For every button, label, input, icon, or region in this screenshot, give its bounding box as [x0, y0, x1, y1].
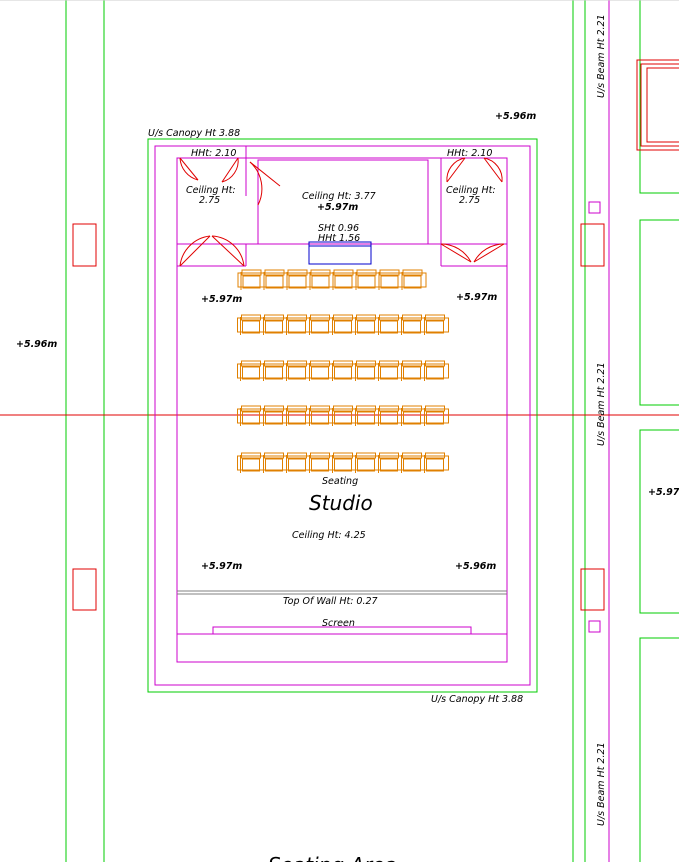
ceiling-right-label: Ceiling Ht:	[446, 185, 496, 196]
columns	[72, 201, 605, 633]
ceiling-left-label: Ceiling Ht:	[186, 185, 236, 196]
seat-row	[237, 360, 449, 381]
seat	[424, 360, 445, 381]
canopy-outline	[147, 138, 538, 693]
seat	[240, 360, 261, 381]
seat	[309, 405, 330, 426]
level-lobby-left: +5.97m	[201, 294, 242, 305]
level-top-right: +5.96m	[495, 111, 536, 122]
seat	[332, 360, 353, 381]
studio-walls	[154, 145, 531, 686]
seat	[355, 269, 377, 290]
level-lobby-right: +5.97m	[456, 292, 497, 303]
seat	[263, 360, 284, 381]
seat	[401, 452, 422, 473]
seat	[355, 405, 376, 426]
seat	[240, 269, 262, 290]
seat	[378, 452, 399, 473]
seat	[309, 360, 330, 381]
seat-row-frame	[237, 455, 449, 471]
hht-right-label: HHt: 2.10	[447, 148, 492, 159]
seat	[286, 314, 307, 335]
seat	[332, 405, 353, 426]
seat	[240, 314, 261, 335]
seat	[401, 314, 422, 335]
seat	[378, 360, 399, 381]
level-right-outside: +5.97	[648, 487, 679, 498]
seat	[240, 452, 261, 473]
seat	[332, 269, 354, 290]
door-swings	[179, 157, 505, 267]
seat	[309, 314, 330, 335]
seat-row	[237, 269, 427, 290]
seat	[424, 405, 445, 426]
seat	[355, 452, 376, 473]
level-front-left: +5.97m	[201, 561, 242, 572]
seat	[424, 452, 445, 473]
seat	[309, 269, 331, 290]
bottom-area-label: Seating Area	[268, 853, 397, 862]
labels: U/s Canopy Ht 3.88 U/s Canopy Ht 3.88 +5…	[16, 14, 679, 862]
ceiling-main-label: Ceiling Ht: 4.25	[292, 530, 366, 541]
seat-row-frame	[237, 317, 449, 333]
screen-label: Screen	[322, 618, 355, 629]
seat	[286, 360, 307, 381]
ceiling-left-value: 2.75	[199, 195, 220, 206]
seat	[286, 405, 307, 426]
beam-label-3: U/s Beam Ht 2.21	[596, 742, 607, 826]
seat	[355, 360, 376, 381]
seat-row-frame	[237, 363, 449, 379]
seat	[240, 405, 261, 426]
seat	[378, 314, 399, 335]
seat	[309, 452, 330, 473]
beam-label-1: U/s Beam Ht 2.21	[596, 14, 607, 98]
level-front-right: +5.96m	[455, 561, 496, 572]
seat	[263, 269, 285, 290]
beam-label-2: U/s Beam Ht 2.21	[596, 362, 607, 446]
seating-label: Seating	[322, 476, 358, 487]
seat	[424, 314, 445, 335]
seating-rows	[237, 269, 449, 473]
seat-row	[237, 452, 449, 473]
seat-row-frame	[237, 408, 449, 424]
seat	[263, 314, 284, 335]
hht-centre-label: HHt 1.56	[318, 233, 360, 244]
seat	[263, 405, 284, 426]
seat	[263, 452, 284, 473]
hht-left-label: HHt: 2.10	[191, 148, 236, 159]
seat	[286, 452, 307, 473]
seat	[401, 269, 423, 290]
ceiling-centre-label: Ceiling Ht: 3.77	[302, 191, 376, 202]
seat	[332, 452, 353, 473]
canopy-label-bottom: U/s Canopy Ht 3.88	[431, 694, 523, 705]
ceiling-right-value: 2.75	[459, 195, 480, 206]
top-of-wall-label: Top Of Wall Ht: 0.27	[283, 596, 378, 607]
level-left-outside: +5.96m	[16, 339, 57, 350]
seat	[401, 360, 422, 381]
seat	[378, 269, 400, 290]
seat-row	[237, 314, 449, 335]
canopy-label-top: U/s Canopy Ht 3.88	[148, 128, 240, 139]
seat	[286, 269, 308, 290]
sht-label: SHt 0.96	[318, 223, 359, 234]
seat	[332, 314, 353, 335]
seat	[355, 314, 376, 335]
seat	[378, 405, 399, 426]
seat-row	[237, 405, 449, 426]
room-name: Studio	[309, 491, 373, 515]
threshold	[308, 241, 372, 265]
level-lobby-centre: +5.97m	[317, 202, 358, 213]
right-wall-unit	[636, 59, 679, 151]
seat-row-frame	[237, 272, 427, 288]
seat	[401, 405, 422, 426]
